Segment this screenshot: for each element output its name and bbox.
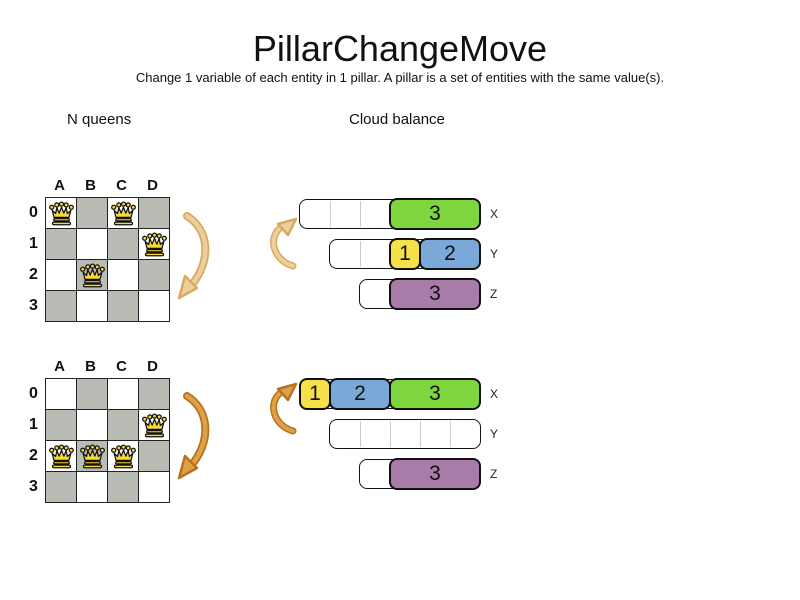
slot-divider <box>420 421 421 447</box>
column-label: A <box>54 358 66 375</box>
bar-label: Y <box>490 247 499 261</box>
chessboard-after: A B C D 0 1 2 3 <box>29 358 170 503</box>
move-arrow-cloud-after <box>270 382 298 435</box>
column-label: B <box>85 177 97 194</box>
cell-B1 <box>77 410 107 440</box>
cell-C1 <box>108 410 138 440</box>
column-label: B <box>85 358 97 375</box>
column-label: D <box>147 358 159 375</box>
cell-A2 <box>46 260 76 290</box>
queen-icon <box>141 412 167 437</box>
cell-C1 <box>108 229 138 259</box>
row-label: 2 <box>29 447 38 464</box>
bar-track <box>329 419 481 449</box>
cell-A2 <box>46 441 76 471</box>
process-segment-2: 2 <box>329 378 391 410</box>
cell-D0 <box>139 198 169 228</box>
queen-icon <box>141 231 167 256</box>
cell-B3 <box>77 472 107 502</box>
bar-label: X <box>490 207 499 221</box>
queen-icon <box>110 200 136 225</box>
bar-label: X <box>490 387 499 401</box>
cloud-bar-after-Y: Y <box>329 419 498 449</box>
slot-divider <box>390 421 391 447</box>
queen-icon <box>48 443 74 468</box>
process-segment-3: 3 <box>389 458 481 490</box>
process-segment-3: 3 <box>389 278 481 310</box>
column-label: D <box>147 177 159 194</box>
cell-D0 <box>139 379 169 409</box>
chessboard-before: A B C D 0 1 2 3 <box>29 177 170 322</box>
cell-C3 <box>108 472 138 502</box>
slot-divider <box>360 241 361 267</box>
process-segment-2: 2 <box>419 238 481 270</box>
row-label: 1 <box>29 416 38 433</box>
cloud-section-label: Cloud balance <box>349 111 445 128</box>
row-label: 0 <box>29 385 38 402</box>
cell-B1 <box>77 229 107 259</box>
cell-A0 <box>46 198 76 228</box>
row-label: 3 <box>29 297 38 314</box>
cell-D1 <box>139 410 169 440</box>
cell-D1 <box>139 229 169 259</box>
move-arrow-nqueens-before <box>177 212 210 300</box>
cell-B2 <box>77 441 107 471</box>
cell-C2 <box>108 441 138 471</box>
column-label: C <box>116 177 128 194</box>
process-segment-3: 3 <box>389 378 481 410</box>
cell-B0 <box>77 379 107 409</box>
cell-A0 <box>46 379 76 409</box>
process-segment-1: 1 <box>299 378 331 410</box>
cell-D2 <box>139 441 169 471</box>
nqueens-section-label: N queens <box>67 111 132 128</box>
cell-C0 <box>108 198 138 228</box>
queen-icon <box>79 262 105 287</box>
slot-divider <box>330 201 331 227</box>
row-label: 3 <box>29 478 38 495</box>
cell-A3 <box>46 291 76 321</box>
process-segment-3: 3 <box>389 198 481 230</box>
cell-C2 <box>108 260 138 290</box>
row-label: 1 <box>29 235 38 252</box>
bar-label: Y <box>490 427 499 441</box>
cell-D2 <box>139 260 169 290</box>
cell-C3 <box>108 291 138 321</box>
move-arrow-cloud-before <box>270 217 298 270</box>
cell-D3 <box>139 472 169 502</box>
page-subtitle: Change 1 variable of each entity in 1 pi… <box>135 70 665 85</box>
cell-B2 <box>77 260 107 290</box>
process-segment-1: 1 <box>389 238 421 270</box>
queen-icon <box>79 443 105 468</box>
bar-label: Z <box>490 467 498 481</box>
cell-A1 <box>46 229 76 259</box>
row-label: 2 <box>29 266 38 283</box>
cell-A1 <box>46 410 76 440</box>
cell-B0 <box>77 198 107 228</box>
cell-D3 <box>139 291 169 321</box>
queen-icon <box>110 443 136 468</box>
cell-B3 <box>77 291 107 321</box>
move-arrow-nqueens-after <box>177 392 210 480</box>
row-label: 0 <box>29 204 38 221</box>
cell-C0 <box>108 379 138 409</box>
cell-A3 <box>46 472 76 502</box>
page-title: PillarChangeMove <box>252 28 548 69</box>
slot-divider <box>450 421 451 447</box>
column-label: A <box>54 177 66 194</box>
slot-divider <box>360 421 361 447</box>
queen-icon <box>48 200 74 225</box>
bar-label: Z <box>490 287 498 301</box>
slot-divider <box>360 201 361 227</box>
column-label: C <box>116 358 128 375</box>
